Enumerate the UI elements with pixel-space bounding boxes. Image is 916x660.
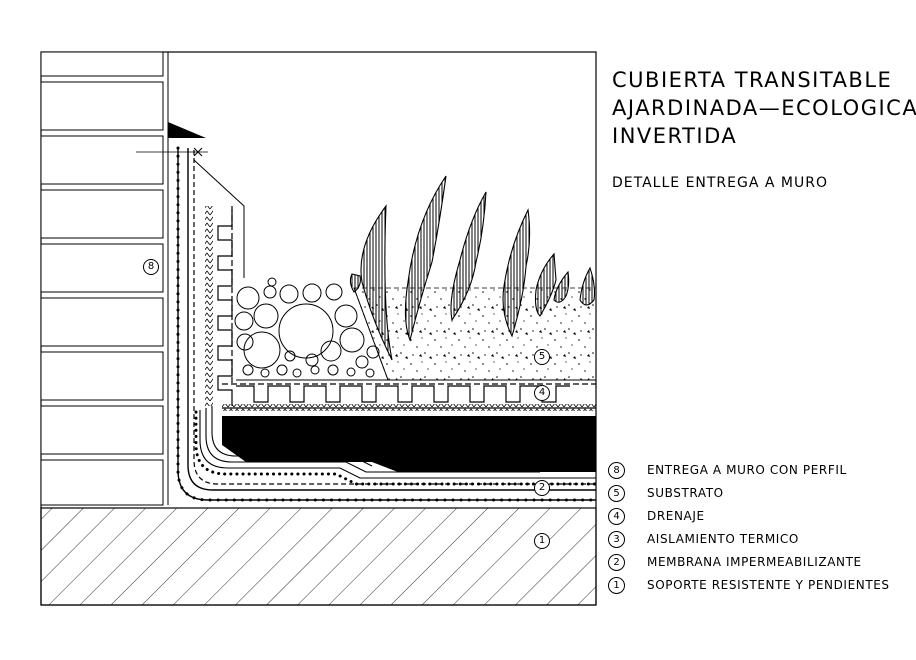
legend-number: 8 xyxy=(608,461,625,479)
wall-flashing-profile xyxy=(168,122,206,138)
legend-label: SOPORTE RESISTENTE Y PENDIENTES xyxy=(647,578,890,592)
title-line-1: CUBIERTA TRANSITABLE xyxy=(612,68,893,92)
brick-wall xyxy=(40,51,169,506)
title-line-3: INVERTIDA xyxy=(612,124,738,148)
callout-1: 1 xyxy=(534,533,550,549)
legend-item: 8 ENTREGA A MURO CON PERFIL xyxy=(608,460,847,480)
callout-8: 8 xyxy=(143,259,159,275)
legend-item: 3 AISLAMIENTO TERMICO xyxy=(608,529,799,549)
legend-item: 5 SUBSTRATO xyxy=(608,483,724,503)
legend-number: 3 xyxy=(608,530,625,548)
drainage-layer xyxy=(205,206,596,411)
gravel-drainage xyxy=(234,277,380,378)
legend-number: 5 xyxy=(608,484,625,502)
legend-number: 1 xyxy=(608,576,625,594)
callout-5: 5 xyxy=(534,349,550,365)
legend-item: 1 SOPORTE RESISTENTE Y PENDIENTES xyxy=(608,575,890,595)
legend-item: 2 MEMBRANA IMPERMEABILIZANTE xyxy=(608,552,862,572)
title-line-2: AJARDINADA—ECOLOGICA xyxy=(612,96,916,120)
support-slab xyxy=(40,507,597,606)
vegetation xyxy=(349,175,596,361)
legend-label: AISLAMIENTO TERMICO xyxy=(647,532,799,546)
membrane-outer-band xyxy=(177,148,596,501)
legend-label: MEMBRANA IMPERMEABILIZANTE xyxy=(647,555,862,569)
legend-label: DRENAJE xyxy=(647,509,705,523)
legend-label: ENTREGA A MURO CON PERFIL xyxy=(647,463,847,477)
legend-number: 2 xyxy=(608,553,625,571)
thermal-insulation xyxy=(222,416,596,472)
legend-label: SUBSTRATO xyxy=(647,486,724,500)
detail-subtitle: DETALLE ENTREGA A MURO xyxy=(612,175,828,191)
callout-2: 2 xyxy=(534,480,550,496)
legend-number: 4 xyxy=(608,507,625,525)
legend-item: 4 DRENAJE xyxy=(608,506,705,526)
callout-4: 4 xyxy=(534,385,550,401)
